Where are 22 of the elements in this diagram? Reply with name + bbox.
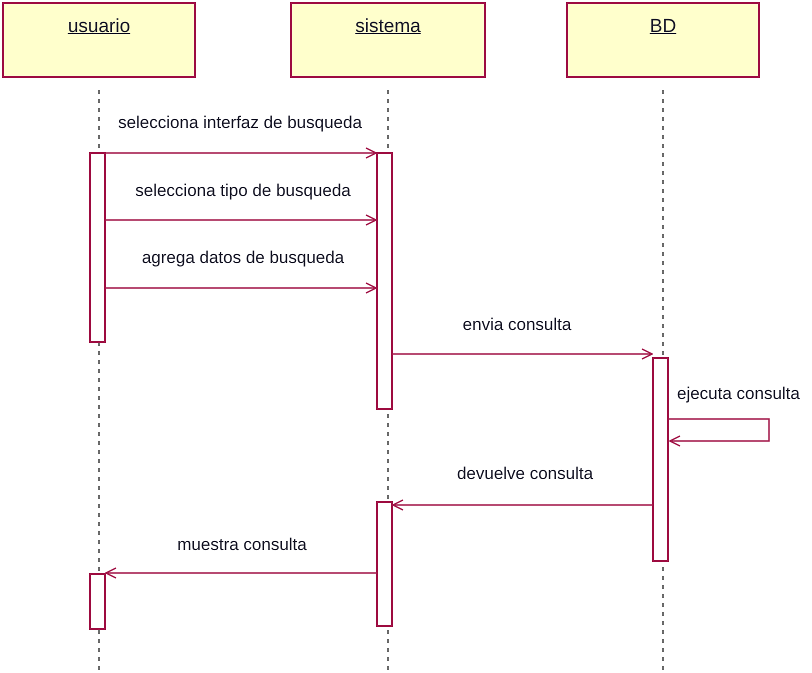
- message-arrow: [106, 147, 377, 159]
- object-name: BD: [650, 16, 676, 38]
- message-arrow: [106, 214, 377, 226]
- self-message-arrow: [669, 418, 770, 447]
- object-box: [290, 2, 486, 78]
- message-arrow: [392, 499, 652, 511]
- object-box: [566, 2, 760, 78]
- activation-bar: [89, 573, 106, 630]
- activation-bar: [652, 357, 669, 562]
- activation-bar: [89, 152, 106, 343]
- object-box: [2, 2, 196, 78]
- message-label: selecciona interfaz de busqueda: [117, 113, 363, 133]
- message-arrow: [393, 348, 653, 360]
- activation-bar: [376, 501, 393, 627]
- object-name: sistema: [355, 16, 421, 38]
- message-label: agrega datos de busqueda: [140, 248, 346, 268]
- object-name: usuario: [68, 16, 130, 38]
- message-label: selecciona tipo de busqueda: [134, 181, 352, 201]
- activation-bar: [376, 152, 393, 410]
- message-arrow: [106, 282, 377, 294]
- message-label: ejecuta consulta: [676, 384, 801, 404]
- message-arrow: [105, 567, 376, 579]
